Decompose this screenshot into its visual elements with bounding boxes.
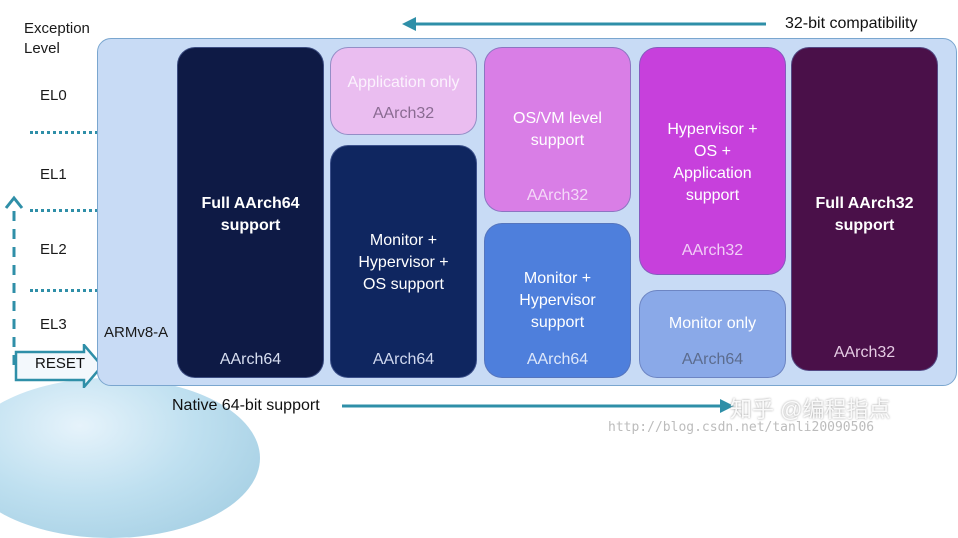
level-el3: EL3 — [40, 316, 67, 333]
monitor-hypervisor-box: Monitor + Hypervisor support AArch64 — [484, 223, 631, 378]
level-el2: EL2 — [40, 241, 67, 258]
watermark-logo: 知乎 @编程指点 — [730, 397, 891, 422]
full-aarch32-box: Full AArch32 support AArch32 — [791, 47, 938, 371]
arch-label: AArch64 — [372, 351, 435, 368]
monitor-only-box: Monitor only AArch64 — [639, 290, 786, 378]
os-vm-level-box: OS/VM level support AArch32 — [484, 47, 631, 212]
box-text: Hypervisor + OS + Application support — [667, 121, 758, 204]
axis-title: Exception Level — [24, 20, 90, 57]
arch-label: AArch64 — [681, 351, 744, 368]
box-text: OS/VM level support — [513, 110, 602, 149]
level-el1: EL1 — [40, 166, 67, 183]
box-text: Monitor + Hypervisor support — [519, 270, 596, 331]
native-right-arrow-icon — [342, 399, 734, 413]
compat-label: 32-bit compatibility — [785, 15, 918, 32]
arch-label: AArch32 — [681, 242, 744, 259]
watermark-url: http://blog.csdn.net/tanli20090506 — [608, 420, 875, 435]
box-text: Monitor only — [668, 315, 757, 332]
arch-label: AArch32 — [372, 105, 435, 122]
arch-label: AArch32 — [833, 344, 896, 361]
arch-label: AArch32 — [526, 187, 589, 204]
box-text: Full AArch32 support — [815, 195, 914, 234]
box-text: Monitor + Hypervisor + OS support — [358, 232, 449, 293]
platform-label: ARMv8-A — [104, 324, 169, 341]
arch-label: AArch64 — [219, 351, 282, 368]
box-text: Full AArch64 support — [201, 195, 300, 234]
arch-label: AArch64 — [526, 351, 589, 368]
box-text: Application only — [347, 74, 460, 91]
reset-label: RESET — [35, 355, 86, 372]
level-el0: EL0 — [40, 87, 67, 104]
compat-left-arrow-icon — [402, 17, 766, 31]
native-64bit-label: Native 64-bit support — [172, 397, 320, 414]
application-only-box: Application only AArch32 — [330, 47, 477, 135]
reset-up-arrow-icon — [4, 195, 24, 365]
hypervisor-os-application-box: Hypervisor + OS + Application support AA… — [639, 47, 786, 275]
full-aarch64-box: Full AArch64 support AArch64 — [177, 47, 324, 378]
reset-arrow-icon — [14, 344, 104, 388]
monitor-hypervisor-os-box: Monitor + Hypervisor + OS support AArch6… — [330, 145, 477, 378]
